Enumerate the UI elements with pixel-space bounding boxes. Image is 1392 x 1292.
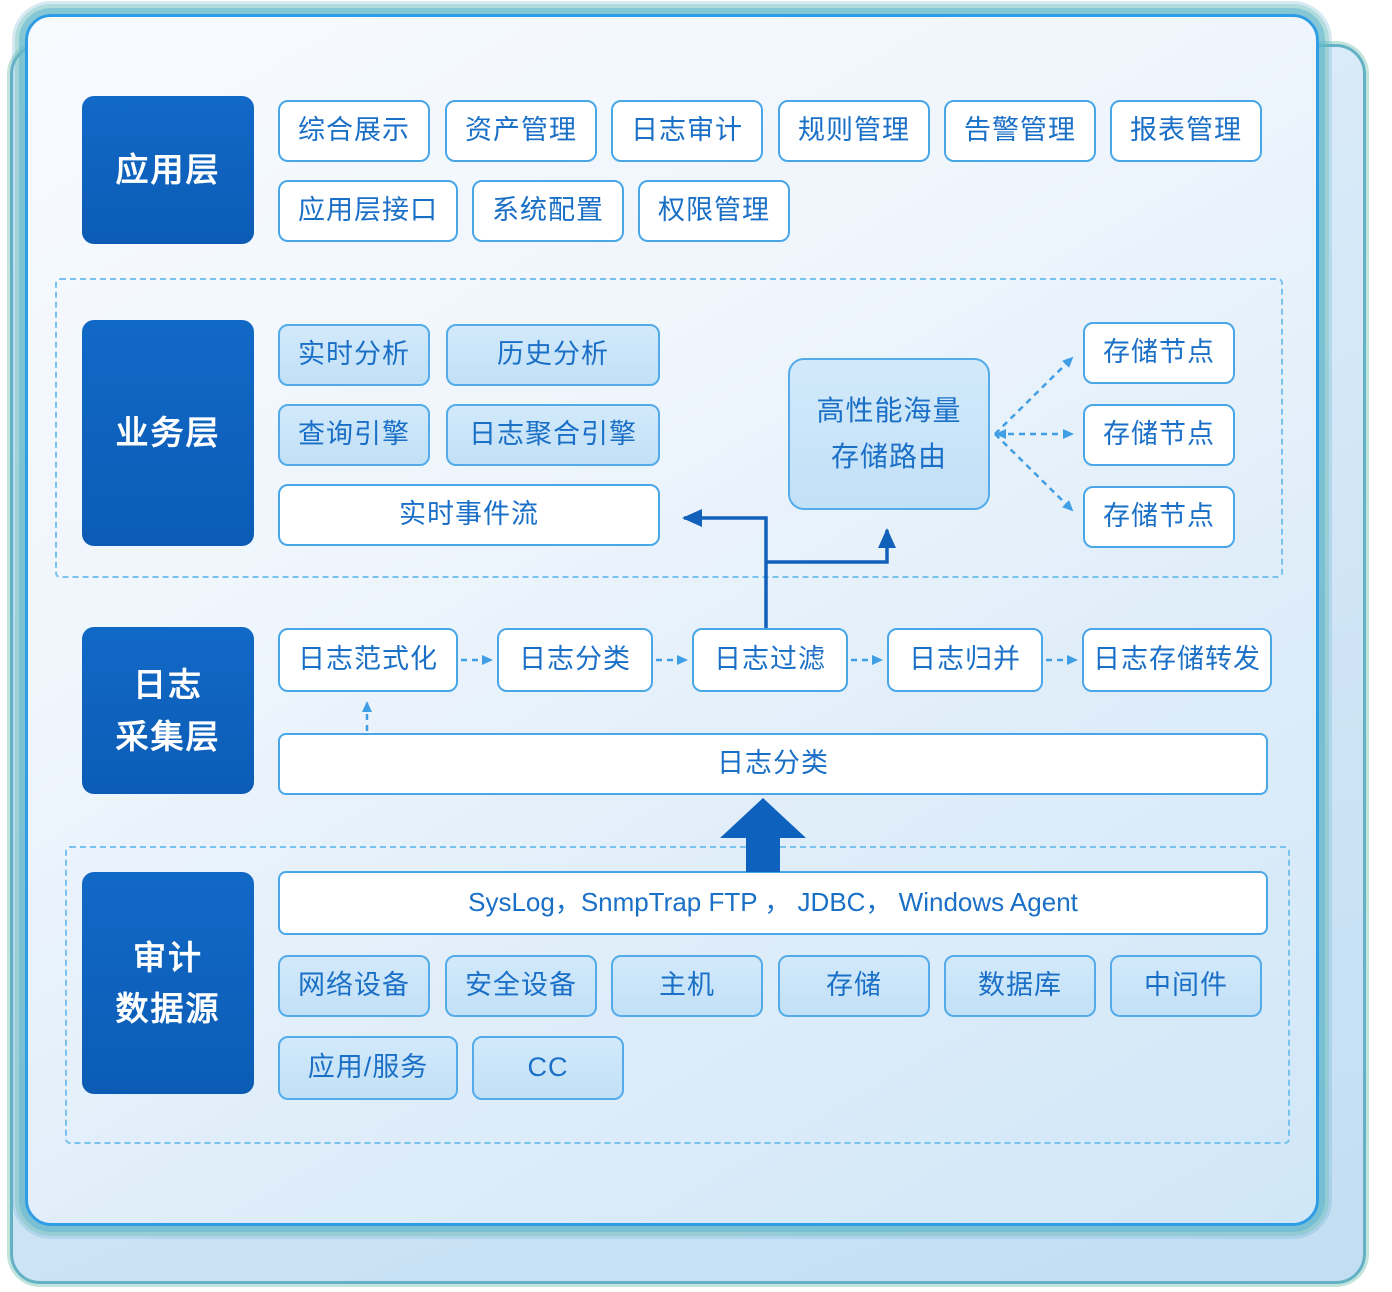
pipeline-stage-box: 日志分类	[497, 628, 653, 692]
pipeline-stage-box: 日志归并	[887, 628, 1043, 692]
business-module-box: 查询引擎	[278, 404, 430, 466]
pipeline-stage-box: 日志范式化	[278, 628, 458, 692]
app-function-box: 资产管理	[445, 100, 597, 162]
source-box: CC	[472, 1036, 624, 1100]
source-box: 数据库	[944, 955, 1096, 1017]
protocols-box: SysLog，SnmpTrap FTP ， JDBC， Windows Agen…	[278, 871, 1268, 935]
realtime-event-stream-box: 实时事件流	[278, 484, 660, 546]
storage-node-box: 存储节点	[1083, 322, 1235, 384]
storage-router-box: 高性能海量 存储路由	[788, 358, 990, 510]
app-function-box: 系统配置	[472, 180, 624, 242]
source-box: 应用/服务	[278, 1036, 458, 1100]
source-box: 安全设备	[445, 955, 597, 1017]
business-module-box: 日志聚合引擎	[446, 404, 660, 466]
pipeline-stage-box: 日志过滤	[692, 628, 848, 692]
storage-node-box: 存储节点	[1083, 404, 1235, 466]
app-function-box: 规则管理	[778, 100, 930, 162]
app-function-box: 报表管理	[1110, 100, 1262, 162]
app-function-box: 综合展示	[278, 100, 430, 162]
business-module-box: 实时分析	[278, 324, 430, 386]
app-layer-label: 应用层	[82, 96, 254, 244]
source-box: 存储	[778, 955, 930, 1017]
storage-node-box: 存储节点	[1083, 486, 1235, 548]
app-function-box: 日志审计	[611, 100, 763, 162]
app-function-box: 权限管理	[638, 180, 790, 242]
app-function-box: 应用层接口	[278, 180, 458, 242]
audit-layer-label: 审计 数据源	[82, 872, 254, 1094]
business-module-box: 历史分析	[446, 324, 660, 386]
audit-layer-zone	[65, 846, 1290, 1144]
source-box: 中间件	[1110, 955, 1262, 1017]
pipeline-stage-box: 日志存储转发	[1082, 628, 1272, 692]
collection-layer-label: 日志 采集层	[82, 627, 254, 794]
source-box: 主机	[611, 955, 763, 1017]
business-layer-label: 业务层	[82, 320, 254, 546]
log-classification-bus-box: 日志分类	[278, 733, 1268, 795]
business-layer-zone	[55, 278, 1283, 578]
app-function-box: 告警管理	[944, 100, 1096, 162]
source-box: 网络设备	[278, 955, 430, 1017]
